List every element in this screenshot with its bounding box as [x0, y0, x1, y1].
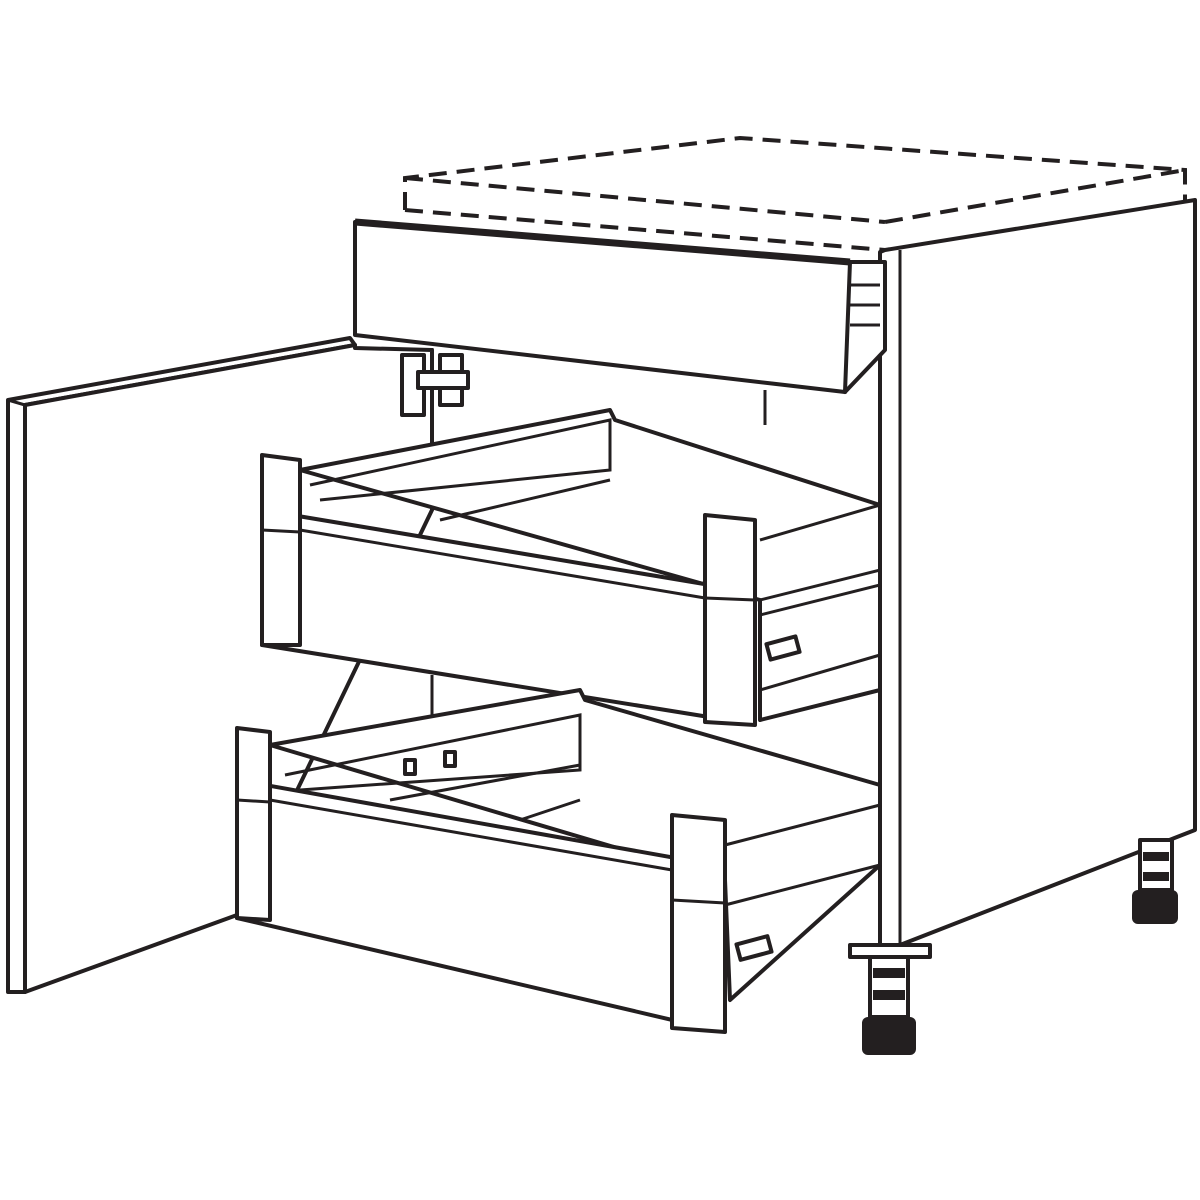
middle-drawer: [260, 408, 882, 727]
bottom-drawer-left-post: [235, 726, 272, 922]
cabinet-leg-front: [848, 943, 932, 1055]
drawer-rail-clip: [764, 634, 802, 662]
top-drawer: [353, 218, 887, 394]
middle-drawer-right-post: [703, 513, 757, 727]
bottom-drawer-right-post: [670, 813, 727, 1034]
drawer-rail-clip: [734, 934, 774, 962]
middle-drawer-left-post: [260, 453, 302, 647]
cabinet-door: [6, 336, 434, 994]
bottom-drawer: [235, 688, 882, 1034]
cabinet-side-panel: [878, 198, 1197, 947]
hinge-icon: [400, 353, 470, 417]
cabinet-leg-rear: [1132, 838, 1178, 924]
countertop-outline: [403, 135, 1187, 252]
